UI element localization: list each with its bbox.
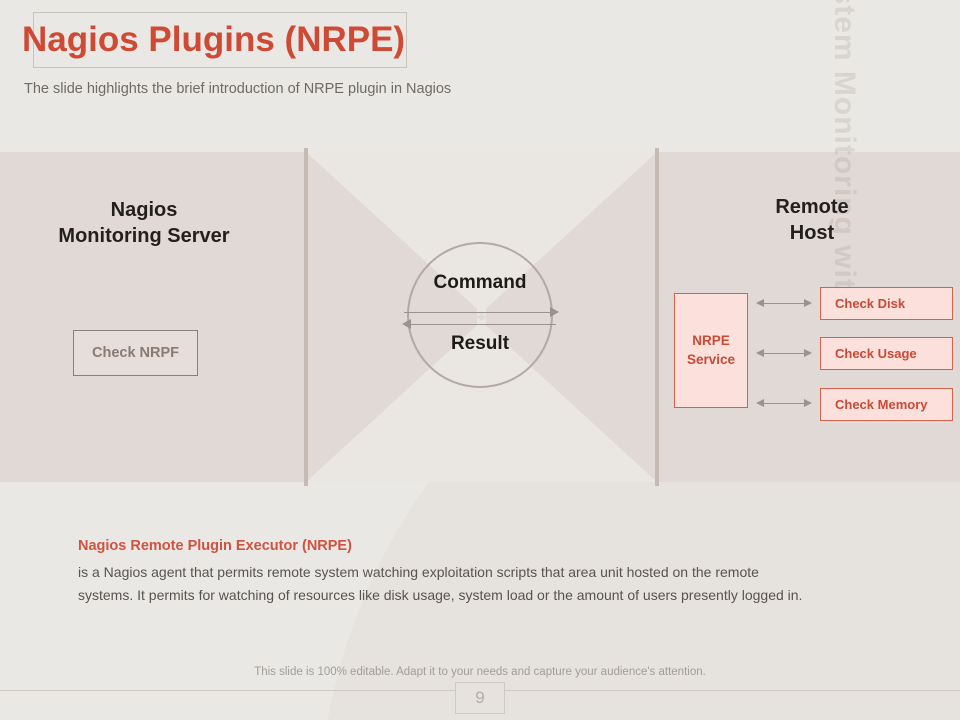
double-arrow-icon-usage (756, 348, 812, 359)
arrow-shaft (761, 403, 807, 404)
arrow-shaft (761, 353, 807, 354)
arrow-shaft (761, 303, 807, 304)
left-column-heading: Nagios Monitoring Server (34, 197, 254, 250)
funnel-left-shape (306, 152, 486, 482)
result-arrowhead-left-icon (402, 319, 411, 329)
title-frame (33, 12, 407, 68)
nrpe-service-line1: NRPE (692, 333, 730, 349)
result-arrow-shaft (404, 324, 556, 325)
body-paragraph: is a Nagios agent that permits remote sy… (78, 564, 803, 603)
arrowhead-right-icon (804, 399, 812, 407)
left-heading-line2: Monitoring Server (58, 225, 230, 248)
right-column-heading: Remote Host (700, 194, 924, 247)
nrpe-service-box[interactable]: NRPE Service (674, 293, 748, 408)
command-arrow-shaft (404, 312, 556, 313)
arrowhead-right-icon (804, 299, 812, 307)
divider-bar-left (304, 148, 308, 486)
result-label: Result (450, 333, 510, 354)
footer-rule-left (0, 690, 456, 691)
footer-rule-right (505, 690, 960, 691)
right-heading-line2: Host (789, 222, 835, 245)
command-label: Command (433, 272, 527, 293)
double-arrow-icon-disk (756, 298, 812, 309)
arrowhead-left-icon (756, 299, 764, 307)
page-number: 9 (455, 682, 505, 714)
right-heading-line1: Remote (775, 196, 849, 218)
arrowhead-left-icon (756, 349, 764, 357)
body-heading: Nagios Remote Plugin Executor (NRPE) (78, 538, 352, 554)
page-subtitle: The slide highlights the brief introduct… (24, 81, 452, 97)
check-usage-box[interactable]: Check Usage (820, 337, 953, 370)
check-disk-box[interactable]: Check Disk (820, 287, 953, 320)
arrowhead-right-icon (804, 349, 812, 357)
command-arrowhead-right-icon (550, 307, 559, 317)
check-memory-box[interactable]: Check Memory (820, 388, 953, 421)
divider-bar-right (655, 148, 659, 486)
arrowhead-left-icon (756, 399, 764, 407)
nrpe-service-line2: Service (686, 351, 736, 367)
page-title: Nagios Plugins (NRPE) (22, 20, 406, 59)
double-arrow-icon-memory (756, 398, 812, 409)
watermark-text: System Monitoring with (827, 0, 861, 310)
command-result-circle (407, 242, 553, 388)
footer-note: This slide is 100% editable. Adapt it to… (254, 666, 706, 678)
check-nrpf-box[interactable]: Check NRPF (73, 330, 198, 376)
left-heading-line1: Nagios (110, 199, 178, 221)
